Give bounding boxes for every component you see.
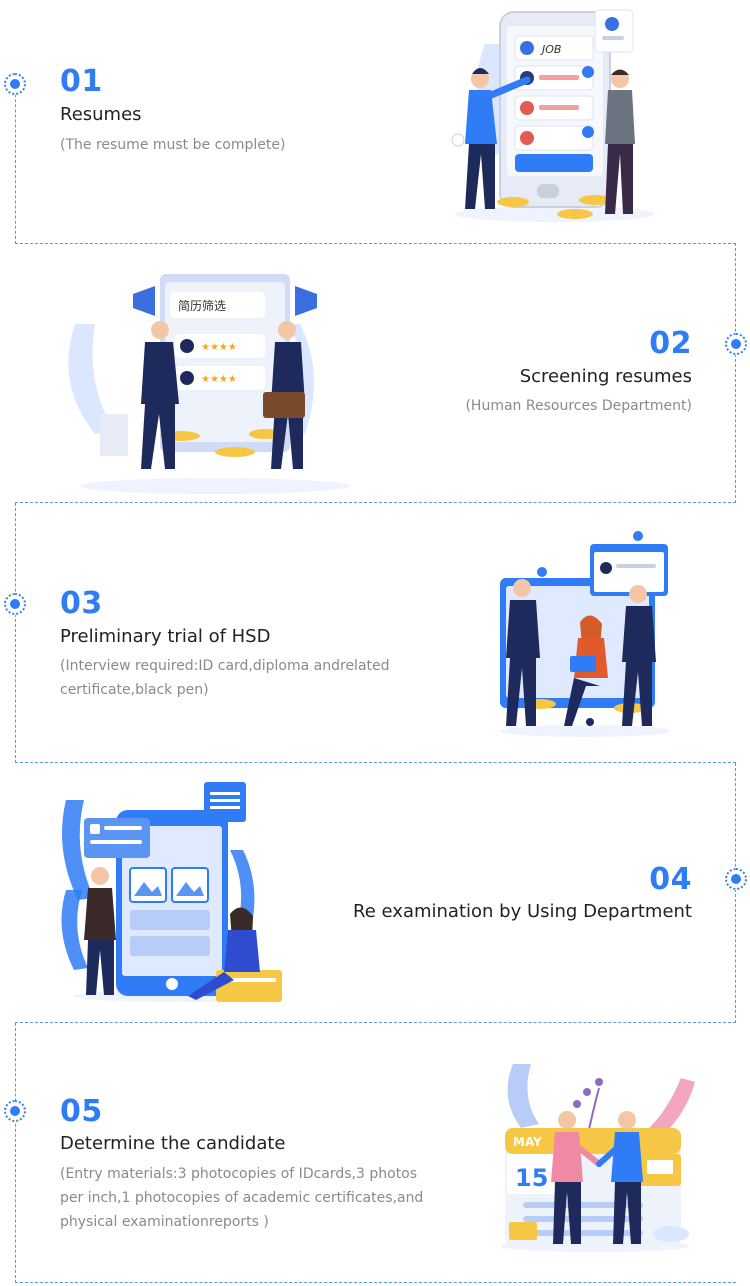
connector-3 [15,503,736,763]
step-2-marker [725,333,747,355]
step-5-description: (Entry materials:3 photocopies of IDcard… [60,1166,424,1230]
mobile-review-illustration [61,782,283,1002]
hiring-agreement-illustration: MAY 15 [500,1064,695,1252]
step-1-description: (The resume must be complete) [60,137,286,153]
step-4-title: Re examination by Using Department [353,901,692,922]
step-3-number: 03 [60,586,103,621]
step-2-title: Screening resumes [519,366,692,387]
step-4: 04 Re examination by Using Department [0,780,750,1040]
step-3-description: (Interview required:ID card,diploma andr… [60,658,390,698]
step-4-number: 04 [649,862,692,897]
connector-5 [15,1023,736,1283]
step-1-number: 01 [60,64,103,99]
step-2: 02 Screening resumes (Human Resources De… [0,260,750,520]
step-3-title: Preliminary trial of HSD [60,626,271,647]
calendar-month-text: MAY [513,1135,542,1149]
step-2-number: 02 [649,326,692,361]
screening-board-illustration: 简历筛选 ★★★★ ★★★★ [68,274,350,494]
svg-text:★★★★: ★★★★ [201,374,237,385]
interview-illustration [500,531,670,737]
step-5-title: Determine the candidate [60,1133,286,1154]
step-5: 05 Determine the candidate (Entry materi… [0,1040,750,1286]
job-card-label: JOB [540,43,561,56]
step-3: 03 Preliminary trial of HSD (Interview r… [0,520,750,780]
calendar-day-text: 15 [515,1164,548,1192]
svg-text:★★★★: ★★★★ [201,342,237,353]
step-4-marker [725,868,747,890]
step-5-number: 05 [60,1094,103,1129]
connector-1 [15,84,736,244]
connector-2 [15,243,736,503]
screen-title-text: 简历筛选 [178,298,226,313]
connector-4 [15,763,736,1023]
step-1-title: Resumes [60,104,142,125]
step-3-marker [4,593,26,615]
step-1-marker [4,73,26,95]
step-2-description: (Human Resources Department) [465,398,692,414]
resume-phone-illustration: JOB [451,9,655,222]
step-1: 01 Resumes (The resume must be complete)… [0,0,750,260]
step-5-marker [4,1100,26,1122]
